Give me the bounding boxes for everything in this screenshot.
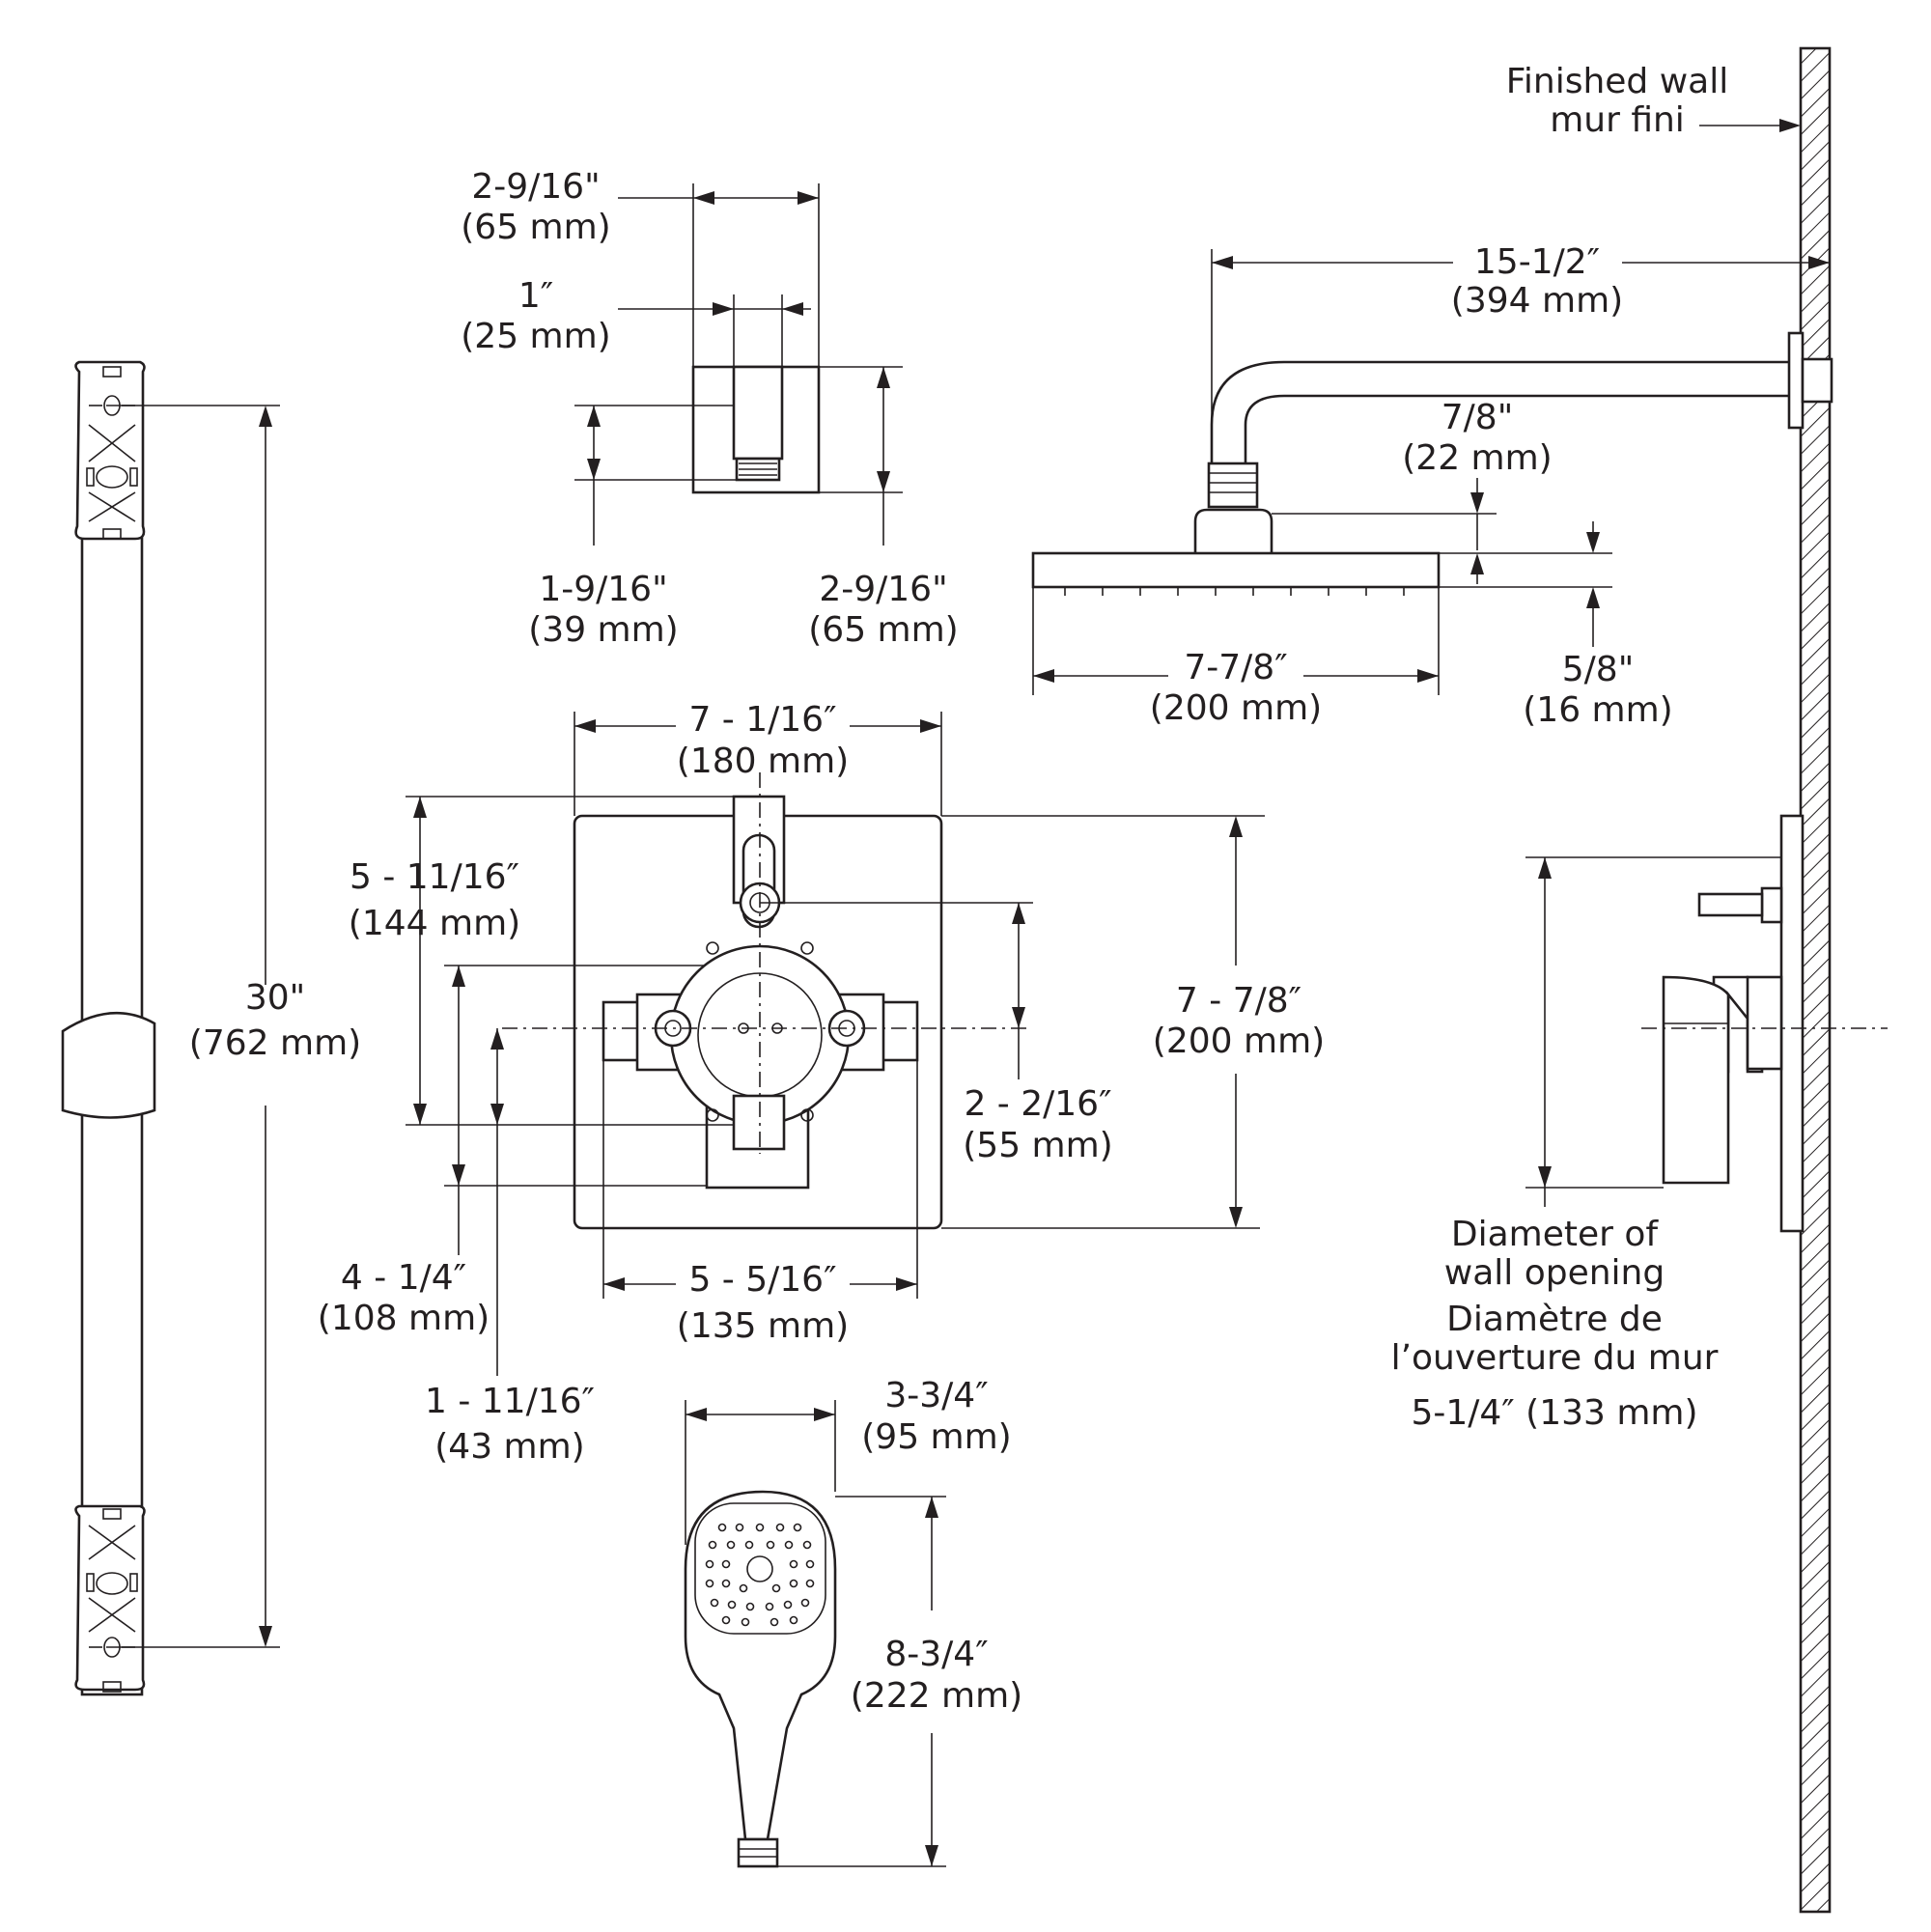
wall-opening-diameter-dim [1525, 856, 1781, 1207]
shower-head [1031, 508, 1441, 596]
trim-width-dim [574, 712, 942, 816]
hand-shower [684, 1490, 837, 1868]
slide-bar-top-bracket [74, 360, 146, 541]
arm-projection-metric: (394 mm) [1451, 281, 1623, 321]
outlet-width-nipple-imperial: 1″ [518, 276, 553, 316]
shower-arm-projection-dim [1211, 249, 1830, 454]
hand-shower-width-imperial: 3-3/4″ [884, 1376, 988, 1415]
wall-outlet [691, 365, 821, 494]
outlet-nipple-height-metric: (39 mm) [528, 610, 678, 650]
wall-outlet-height-dims [574, 366, 903, 546]
wall-opening-line2: wall opening [1444, 1253, 1665, 1293]
head-thickness-dim [1439, 521, 1612, 647]
trim-height-imperial: 7 - 7/8″ [1176, 981, 1301, 1021]
wall-label-en: Finished wall [1506, 62, 1728, 101]
outlet-height-outer-imperial: 2-9/16" [819, 570, 947, 609]
head-thickness-imperial: 5/8" [1562, 650, 1635, 689]
wall-opening-line1: Diameter of [1451, 1215, 1660, 1254]
hand-shower-length-metric: (222 mm) [851, 1676, 1022, 1716]
head-width-metric: (200 mm) [1150, 688, 1322, 728]
slide-bar-bottom-bracket [74, 1504, 146, 1693]
wall-pointer-arrow [1699, 119, 1801, 132]
outlet-width-nipple-metric: (25 mm) [461, 317, 610, 356]
wall-opening-line4: l’ouverture du mur [1391, 1338, 1719, 1378]
finished-wall [1799, 46, 1832, 1914]
outlet-width-outer-imperial: 2-9/16" [471, 167, 600, 207]
shower-arm [1207, 331, 1833, 509]
shower-head-nozzles [1064, 587, 1405, 596]
connector-height-imperial: 7/8" [1441, 398, 1514, 437]
hand-shower-length-imperial: 8-3/4″ [884, 1635, 988, 1674]
wall-outlet-width-dim [618, 183, 820, 367]
slide-bar-slider [61, 1011, 156, 1119]
body-width-imperial: 5 - 5/16″ [688, 1260, 836, 1300]
body-height-metric: (108 mm) [318, 1299, 490, 1338]
body-width-dim [602, 1060, 918, 1299]
outlet-nipple-height-imperial: 1-9/16" [539, 570, 667, 609]
inlet-to-bottom-metric: (43 mm) [434, 1427, 584, 1467]
outlet-width-outer-metric: (65 mm) [461, 208, 610, 247]
body-height-imperial: 4 - 1/4″ [341, 1258, 466, 1298]
arm-projection-imperial: 15-1/2″ [1474, 242, 1600, 282]
trim-width-metric: (180 mm) [677, 742, 849, 781]
outlet-height-outer-metric: (65 mm) [808, 610, 958, 650]
trim-height-dim [941, 815, 1265, 1229]
head-thickness-metric: (16 mm) [1523, 690, 1672, 730]
slide-bar-length-dim [106, 405, 280, 1648]
wall-label-fr: mur fini [1550, 100, 1685, 140]
slide-bar-length-imperial: 30" [245, 978, 305, 1018]
outlet-to-inlet-imperial: 2 - 2/16″ [964, 1084, 1111, 1124]
outlet-to-inlet-metric: (55 mm) [963, 1126, 1112, 1165]
valve-side-view [1641, 814, 1888, 1233]
inlet-to-bottom-imperial: 1 - 11/16″ [425, 1382, 595, 1421]
outlet-to-inlet-dim [760, 902, 1033, 1079]
trim-height-metric: (200 mm) [1153, 1022, 1325, 1061]
left-valve-height-dims [406, 796, 734, 1376]
trim-width-imperial: 7 - 1/16″ [688, 700, 836, 740]
hand-shower-nozzles [705, 1523, 815, 1627]
top-outlet-to-bottom-metric: (144 mm) [349, 904, 520, 943]
wall-opening-line3: Diamètre de [1446, 1300, 1663, 1339]
slide-bar-length-metric: (762 mm) [189, 1023, 361, 1063]
head-width-dim [1032, 587, 1440, 695]
hand-shower-width-dim [685, 1400, 836, 1545]
hand-shower-width-metric: (95 mm) [861, 1417, 1011, 1457]
slide-bar [61, 360, 156, 1696]
wall-opening-size: 5-1/4″ (133 mm) [1411, 1393, 1697, 1433]
head-width-imperial: 7-7/8″ [1184, 648, 1287, 687]
hand-shower-length-dim [777, 1496, 946, 1867]
connector-height-dim [1272, 478, 1497, 584]
top-outlet-to-bottom-imperial: 5 - 11/16″ [350, 857, 519, 897]
connector-height-metric: (22 mm) [1402, 438, 1552, 478]
body-width-metric: (135 mm) [677, 1306, 849, 1346]
